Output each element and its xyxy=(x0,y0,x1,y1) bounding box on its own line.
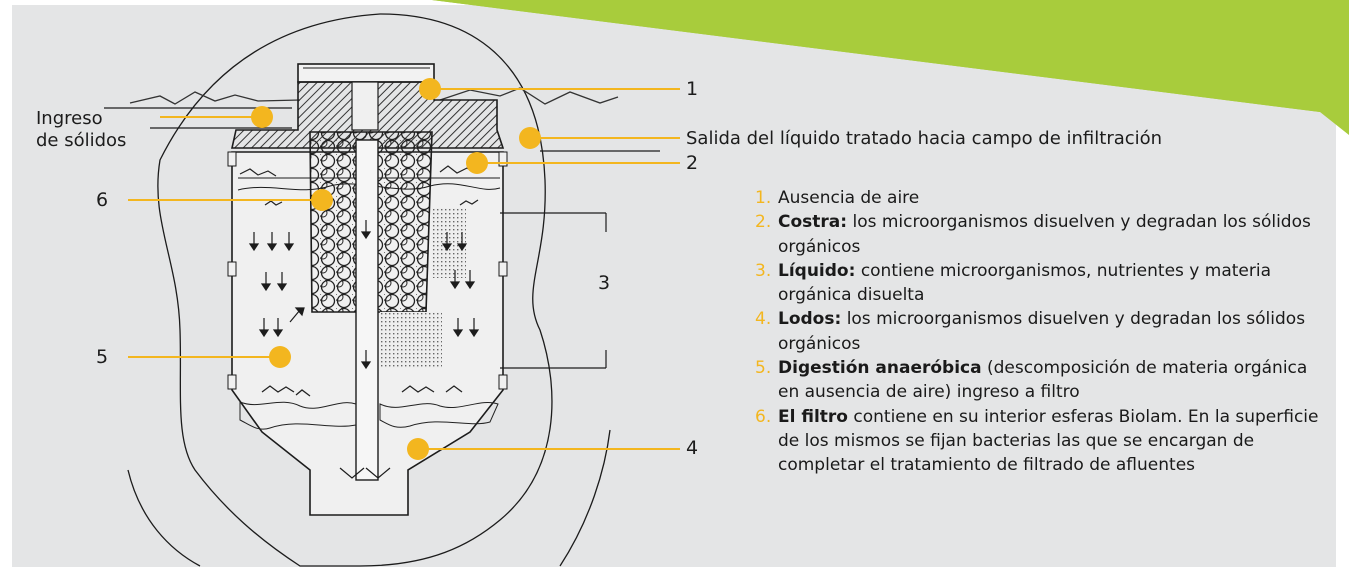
legend-number: 4. xyxy=(755,309,772,330)
legend-item-6: 6. El filtro contiene en su interior esfe… xyxy=(749,405,1329,478)
callout-number-6: 6 xyxy=(96,189,109,211)
legend-number: 5. xyxy=(755,358,772,379)
legend-term: Lodos: xyxy=(778,309,842,330)
callout-number-5: 5 xyxy=(96,346,109,368)
ground-line xyxy=(129,91,301,105)
salida-label: Salida del líquido tratado hacia campo d… xyxy=(686,128,1163,149)
legend-text: contiene microorganismos, nutrientes y m… xyxy=(778,260,1271,306)
callout-dot-1 xyxy=(419,78,441,100)
flow-arrows xyxy=(248,220,480,479)
legend-list: 1. Ausencia de aire 2. Costra: los microor… xyxy=(749,186,1329,478)
callout-number-4: 4 xyxy=(686,437,699,459)
legend-number: 1. xyxy=(755,188,772,208)
ingreso-label-line2: de sólidos xyxy=(36,130,127,151)
legend-number: 6. xyxy=(755,406,772,427)
callout-dot-5 xyxy=(269,346,291,368)
excavation-outline xyxy=(157,13,553,567)
sludge-layer xyxy=(239,401,357,430)
callout-dot-4 xyxy=(407,438,429,460)
legend-item-3: 3. Líquido: contiene microorganismos, nut… xyxy=(749,259,1329,308)
callout-dot-salida xyxy=(519,127,541,149)
callout-dots xyxy=(251,78,541,460)
callout-number-1: 1 xyxy=(686,78,699,100)
legend-number: 3. xyxy=(755,260,772,281)
legend-term: El filtro xyxy=(778,406,848,427)
callout-number-2: 2 xyxy=(686,152,699,174)
callout-dot-6 xyxy=(311,189,333,211)
callout-number-3: 3 xyxy=(598,272,611,294)
legend-text: contiene en su interior esferas Biolam. … xyxy=(778,406,1319,476)
legend-text: los microorganismos disuelven y degradan… xyxy=(778,309,1306,354)
callout-dot-ingreso xyxy=(251,106,273,128)
callout-lines xyxy=(128,88,680,450)
callout-dot-2 xyxy=(466,152,488,174)
legend-number: 2. xyxy=(755,212,772,233)
legend-term: Líquido: xyxy=(778,260,856,281)
legend-text: (descomposición de materia orgánica en a… xyxy=(778,358,1308,403)
ingreso-label-line1: Ingreso xyxy=(36,108,103,129)
legend-text: Ausencia de aire xyxy=(778,188,920,208)
lid-cap xyxy=(297,63,435,83)
central-pipe xyxy=(355,139,379,481)
legend-text: los microorganismos disuelven y degradan… xyxy=(778,212,1311,257)
legend-term: Digestión anaeróbica xyxy=(778,358,982,379)
legend-item-1: 1. Ausencia de aire xyxy=(749,186,1329,210)
legend-term: Costra: xyxy=(778,212,848,233)
legend-item-4: 4. Lodos: los microorganismos disuelven y… xyxy=(749,307,1329,356)
legend-item-2: 2. Costra: los microorganismos disuelven … xyxy=(749,210,1329,259)
legend-item-5: 5. Digestión anaeróbica (descomposición d… xyxy=(749,356,1329,405)
